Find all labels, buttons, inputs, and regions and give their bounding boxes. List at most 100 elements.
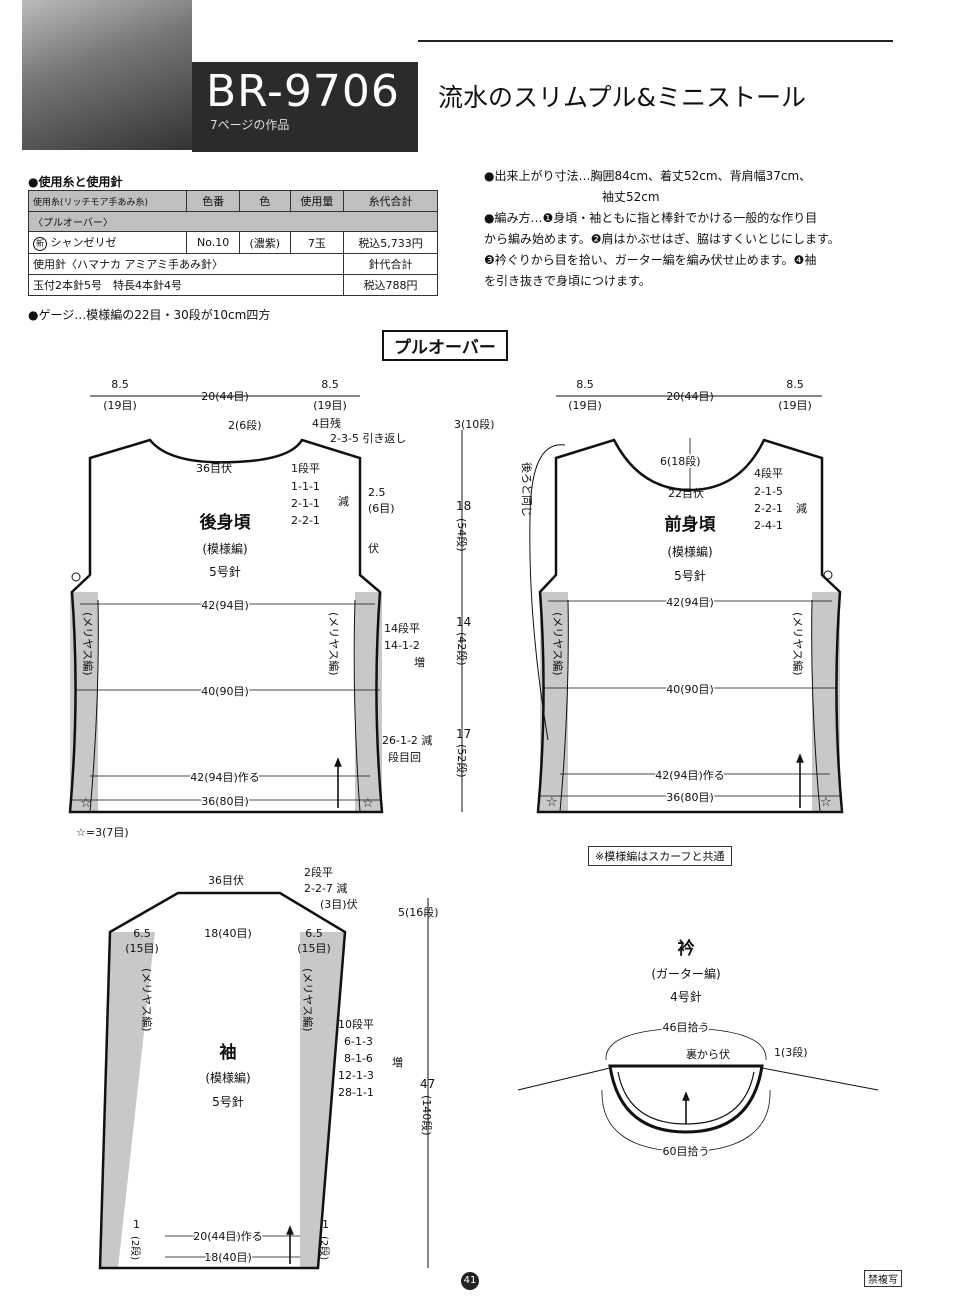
yarn-header-cell: 色 bbox=[239, 190, 291, 212]
front-w42: 42(94目) bbox=[666, 596, 714, 609]
front-inner-line bbox=[811, 599, 821, 813]
sleeve-inc-label: 増 bbox=[392, 1056, 403, 1069]
collar-bind-back: 裏から伏 bbox=[686, 1047, 730, 1061]
sleeve-needle: 5号針 bbox=[212, 1094, 244, 1109]
needle-price: 税込788円 bbox=[343, 274, 438, 296]
sleeve-total-h: 47 bbox=[420, 1077, 435, 1091]
sleeve-cuff-right-s: (2段) bbox=[318, 1236, 331, 1260]
page-number: 41 bbox=[461, 1272, 479, 1290]
title-rule bbox=[418, 40, 893, 42]
sleeve-side-right: 6.5 bbox=[305, 927, 323, 940]
yarn-name: シャンゼリゼ bbox=[50, 236, 117, 249]
front-dim-mid: 20(44目) bbox=[666, 390, 714, 403]
sleeve-name: 袖 bbox=[220, 1042, 237, 1063]
sleeve-mid: 18(40目) bbox=[204, 927, 252, 940]
front-dim-right-st: (19目) bbox=[778, 399, 812, 412]
table-row: 使用針〈ハマナカ アミアミ手あみ針〉 針代合計 bbox=[27, 253, 438, 275]
front-stockinette-left bbox=[540, 592, 568, 812]
back-arm-st: (6目) bbox=[368, 502, 395, 515]
back-h14: 14 bbox=[456, 615, 471, 629]
collar-pick-front: 60目拾う bbox=[663, 1144, 710, 1158]
table-row: 〈プルオーバー〉 bbox=[28, 211, 438, 232]
yarn-header-cell: 色番 bbox=[186, 190, 240, 212]
front-inner-line bbox=[559, 599, 569, 813]
yarn-group-row: 〈プルオーバー〉 bbox=[28, 211, 438, 232]
collar-stitch: (ガーター編) bbox=[651, 966, 720, 981]
back-inner-line bbox=[89, 599, 99, 813]
sleeve-total-hs: (140段) bbox=[420, 1095, 434, 1136]
back-body-diagram: 8.5 (19目) 20(44目) 8.5 (19目) 2(6段) 4目残 2-… bbox=[68, 378, 495, 839]
sleeve-cuff-left-s: (2段) bbox=[129, 1236, 142, 1260]
star-icon: ☆ bbox=[80, 796, 92, 811]
sleeve-top-flat: 2段平 bbox=[304, 865, 333, 879]
back-shoulder-short: 2-3-5 引き返し bbox=[330, 431, 406, 445]
collar-back-bracket bbox=[605, 1027, 767, 1061]
yarn-number: No.10 bbox=[186, 231, 240, 254]
front-neck-bind: 22目伏 bbox=[668, 486, 704, 500]
front-w40: 40(90目) bbox=[666, 683, 714, 696]
back-shoulder-rest: 4目残 bbox=[312, 416, 341, 430]
back-h17: 17 bbox=[456, 727, 471, 741]
back-neck-depth: 2(6段) bbox=[228, 418, 262, 432]
back-dec-label: 減 bbox=[338, 494, 349, 508]
front-same-as-back: 後ろと同じ bbox=[520, 462, 534, 517]
back-dim-right-st: (19目) bbox=[313, 399, 347, 412]
sleeve-side-left-st: (15目) bbox=[125, 942, 159, 955]
back-dec-1: 1-1-1 bbox=[291, 480, 320, 493]
needle-total-header: 針代合計 bbox=[343, 253, 438, 275]
front-dec-flat: 4段平 bbox=[754, 466, 783, 480]
method-line: を引き抜きで身頃につけます。 bbox=[484, 274, 651, 288]
back-dim-mid: 20(44目) bbox=[201, 390, 249, 403]
front-body-diagram: 8.5 (19目) 20(44目) 8.5 (19目) 後ろと同じ 6(18段)… bbox=[520, 378, 844, 814]
pattern-code: BR-9706 bbox=[206, 66, 400, 117]
back-inc-rule: 14-1-2 bbox=[384, 639, 420, 652]
yarn-price: 税込5,733円 bbox=[343, 231, 438, 254]
yarn-table: 使用糸(リッチモア手あみ糸) 色番 色 使用量 糸代合計 〈プルオーバー〉 新 … bbox=[27, 190, 438, 296]
method-line: ●編み方…❶身頃・袖ともに指と棒針でかける一般的な作り目 bbox=[484, 211, 818, 225]
sleeve-side-right-st: (15目) bbox=[297, 942, 331, 955]
back-body-outline bbox=[68, 438, 384, 814]
marker-circle-icon bbox=[823, 570, 833, 580]
sleeve-stockinette-right bbox=[300, 932, 345, 1268]
marker-circle-icon bbox=[71, 572, 81, 582]
table-row: 玉付2本針5号 特長4本針4号 税込788円 bbox=[27, 274, 438, 296]
sleeve-outline bbox=[98, 891, 347, 1270]
front-needle: 5号針 bbox=[674, 568, 706, 583]
front-dim-left: 8.5 bbox=[576, 378, 594, 391]
front-stockinette-right bbox=[812, 592, 840, 812]
back-stockinette-label-right: (メリヤス編) bbox=[327, 612, 341, 676]
star-icon: ☆ bbox=[362, 796, 374, 811]
front-same-as-back-bracket bbox=[529, 444, 566, 741]
sleeve-cuff-right: 1 bbox=[322, 1218, 329, 1231]
new-mark: 新 bbox=[33, 237, 47, 251]
front-stitch: (模様編) bbox=[667, 544, 712, 559]
back-cast-on: 42(94目)作る bbox=[190, 771, 260, 784]
sleeve-cuff-left: 1 bbox=[133, 1218, 140, 1231]
back-inner-line bbox=[353, 599, 361, 813]
star-icon: ☆ bbox=[820, 795, 832, 810]
finish-line: ●出来上がり寸法…胸囲84cm、着丈52cm、背肩幅37cm、 bbox=[484, 169, 812, 183]
back-w40: 40(90目) bbox=[201, 685, 249, 698]
collar-shoulder-line-right bbox=[761, 1067, 879, 1091]
collar-band-outer bbox=[608, 1064, 764, 1134]
collar-depth: 1(3段) bbox=[774, 1045, 808, 1059]
collar-pick-back: 46目拾う bbox=[663, 1020, 710, 1034]
star-icon: ☆ bbox=[546, 795, 558, 810]
front-dim-left-st: (19目) bbox=[568, 399, 602, 412]
back-dim-left: 8.5 bbox=[111, 378, 129, 391]
sleeve-stockinette-left bbox=[100, 932, 155, 1268]
sleeve-inc-1: 6-1-3 bbox=[344, 1035, 373, 1048]
pattern-code-box: BR-9706 7ページの作品 bbox=[192, 62, 418, 152]
collar-shoulder-line-left bbox=[517, 1067, 611, 1091]
back-h17s: (52段) bbox=[455, 744, 469, 778]
table-row: 使用糸(リッチモア手あみ糸) 色番 色 使用量 糸代合計 bbox=[27, 190, 438, 212]
back-inc-label: 増 bbox=[414, 656, 425, 669]
pattern-title: 流水のスリムプル&ミニストール bbox=[438, 83, 806, 112]
finish-text: ●出来上がり寸法…胸囲84cm、着丈52cm、背肩幅37cm、 袖丈52cm ●… bbox=[484, 166, 904, 292]
back-dec-3: 2-2-1 bbox=[291, 514, 320, 527]
no-copy-badge: 禁複写 bbox=[864, 1270, 902, 1287]
front-cast-on: 42(94目)作る bbox=[655, 769, 725, 782]
method-line: から編み始めます。❷肩はかぶせはぎ、脇はすくいとじにします。 bbox=[484, 232, 840, 246]
sleeve-side-left: 6.5 bbox=[133, 927, 151, 940]
